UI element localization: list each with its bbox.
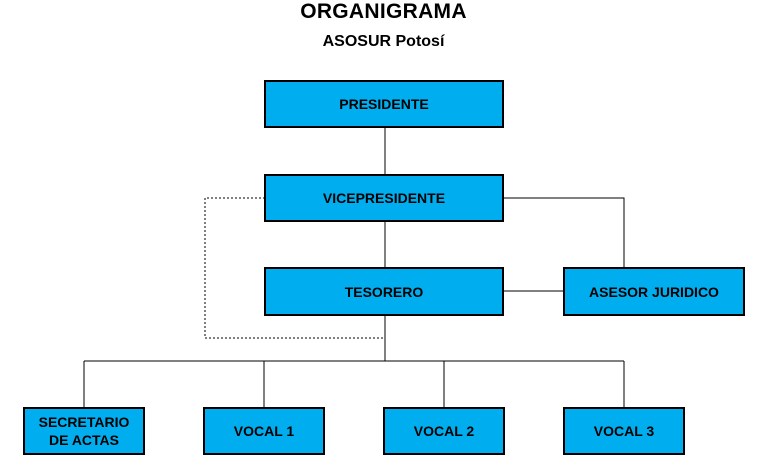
- node-presidente: PRESIDENTE: [264, 80, 504, 128]
- node-vocal-1: VOCAL 1: [203, 407, 325, 455]
- node-tesorero: TESORERO: [264, 267, 504, 316]
- node-secretario-actas: SECRETARIO DE ACTAS: [23, 407, 145, 455]
- node-vocal-2: VOCAL 2: [383, 407, 505, 455]
- chart-subtitle: ASOSUR Potosí: [322, 33, 445, 50]
- edge-dashed-vicepresidente-tesorero: [204, 197, 385, 339]
- chart-title: ORGANIGRAMA: [300, 0, 467, 23]
- node-vocal-3: VOCAL 3: [563, 407, 685, 455]
- edge-vicepresidente-asesor: [503, 197, 625, 268]
- node-asesor-juridico: ASESOR JURIDICO: [563, 267, 745, 316]
- node-vicepresidente: VICEPRESIDENTE: [264, 174, 504, 222]
